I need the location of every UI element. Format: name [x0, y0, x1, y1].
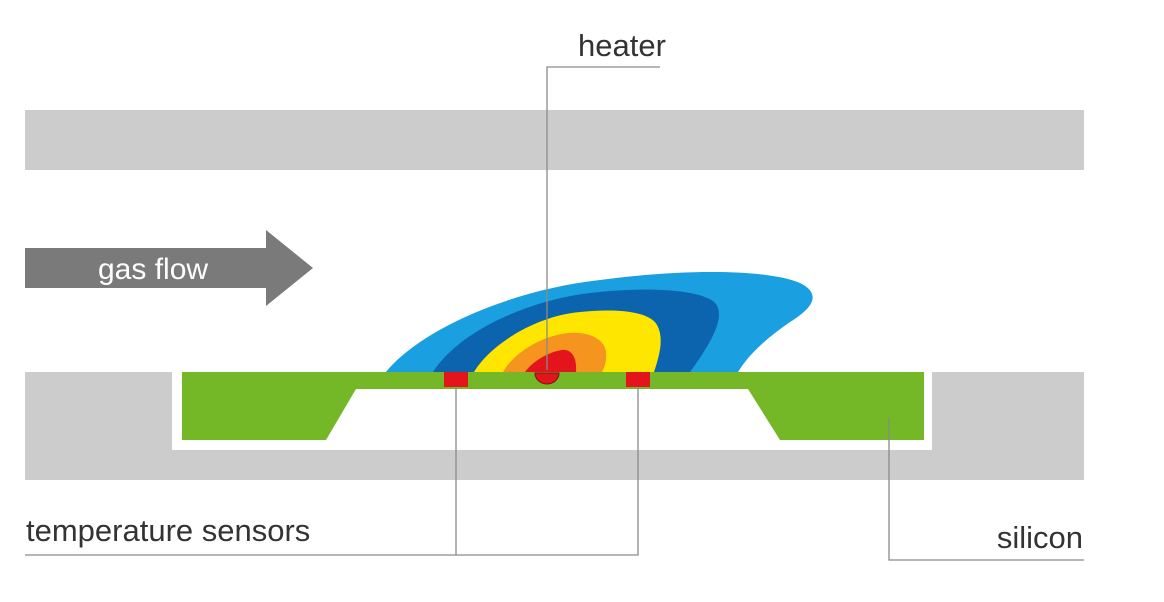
chip-recess [172, 372, 932, 450]
silicon-chip [182, 372, 924, 440]
heater-leader-line [546, 66, 660, 370]
heat-zone-core [525, 349, 577, 372]
temperature-sensors-leader-line [25, 387, 639, 556]
temperature-sensor-downstream [626, 372, 650, 387]
silicon-leader-line [888, 418, 1084, 561]
gas-flow-arrow [25, 230, 313, 306]
temperature-sensors-label: temperature sensors [26, 513, 310, 548]
heater-element [534, 372, 560, 385]
upper-channel-wall [25, 110, 1084, 170]
silicon-label: silicon [997, 520, 1083, 555]
gas-flow-label: gas flow [98, 253, 208, 286]
heater-label: heater [578, 28, 666, 63]
temperature-sensor-upstream [444, 372, 468, 387]
